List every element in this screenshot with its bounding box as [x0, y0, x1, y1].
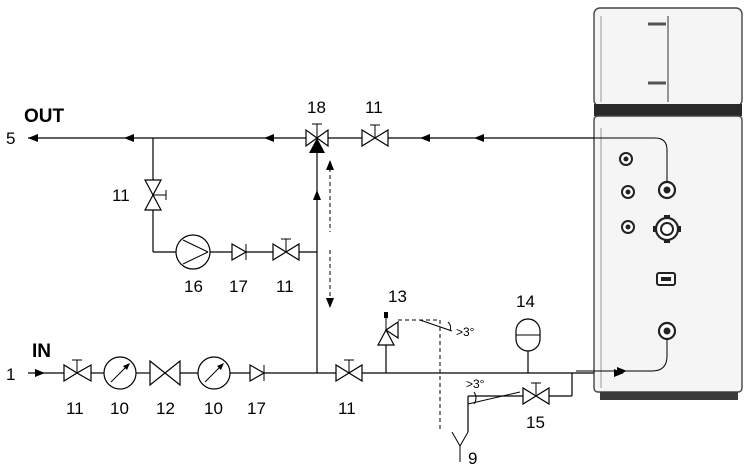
pressure-gauge-1: [103, 356, 137, 390]
in-arrow: [35, 369, 45, 377]
label-15: 15: [526, 413, 545, 432]
out-arrow: [28, 134, 38, 142]
label-12: 12: [156, 399, 175, 418]
labels: OUT 5 18 11 11 16 17 11 13 14 IN 1 11 10…: [6, 98, 545, 468]
check-valve-mid: [231, 242, 248, 262]
label-11-mid: 11: [276, 277, 294, 296]
in-label: IN: [32, 341, 51, 362]
shutoff-valve-mid: [272, 238, 300, 262]
label-11-bypass: 11: [112, 186, 130, 205]
drain-valve: [522, 382, 550, 406]
pressure-reducing-valve: [149, 359, 181, 387]
shutoff-valve-bypass: [144, 179, 167, 211]
label-17-mid: 17: [229, 277, 248, 296]
out-label: OUT: [24, 106, 65, 127]
label-10-second: 10: [204, 399, 223, 418]
label-18: 18: [307, 98, 326, 117]
circulation-pump: [175, 234, 211, 270]
three-way-mixing-valve: [305, 123, 329, 153]
angle-label-upper: >3°: [456, 325, 475, 339]
label-13: 13: [388, 287, 407, 306]
label-1: 1: [6, 365, 15, 384]
heat-pump-water-heater: [576, 7, 743, 400]
shutoff-valve-inlet: [63, 359, 92, 383]
label-14: 14: [516, 292, 535, 311]
flow-arrows: [28, 134, 627, 377]
drain-funnel: [451, 431, 469, 462]
expansion-vessel: [515, 318, 541, 352]
label-9: 9: [468, 449, 477, 468]
safety-relief-valve: [377, 312, 399, 346]
annotation-lines: [326, 160, 521, 432]
label-16: 16: [184, 277, 203, 296]
label-5: 5: [6, 129, 15, 148]
label-11-top: 11: [365, 98, 383, 117]
pressure-gauge-2: [197, 356, 231, 390]
label-10-first: 10: [110, 399, 129, 418]
label-11-inlet: 11: [66, 399, 84, 418]
shutoff-valve-top: [361, 124, 389, 148]
check-valve-bottom: [249, 363, 266, 383]
label-17-bottom: 17: [247, 399, 266, 418]
shutoff-valve-bottom: [335, 359, 363, 383]
label-11-bottom: 11: [338, 399, 356, 418]
angle-label-lower: >3°: [466, 377, 485, 391]
